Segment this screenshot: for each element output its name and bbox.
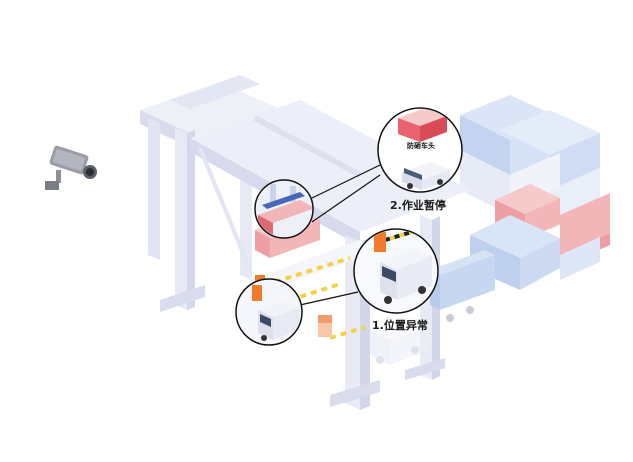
callout-anti-lift [377,107,463,193]
anti-lift-label: 防砸车头 [407,142,435,150]
truck-icon [370,316,430,365]
callout-position [353,228,439,314]
connector-lines [299,164,381,306]
pause-label: 2.作业暂停 [390,199,446,212]
position-label: 1.位置异常 [372,319,428,332]
callout-spreader [254,179,314,239]
camera-icon [45,145,97,190]
lane-barriers [250,240,380,340]
callout-truck-left [235,278,303,346]
container-stack [460,95,610,290]
